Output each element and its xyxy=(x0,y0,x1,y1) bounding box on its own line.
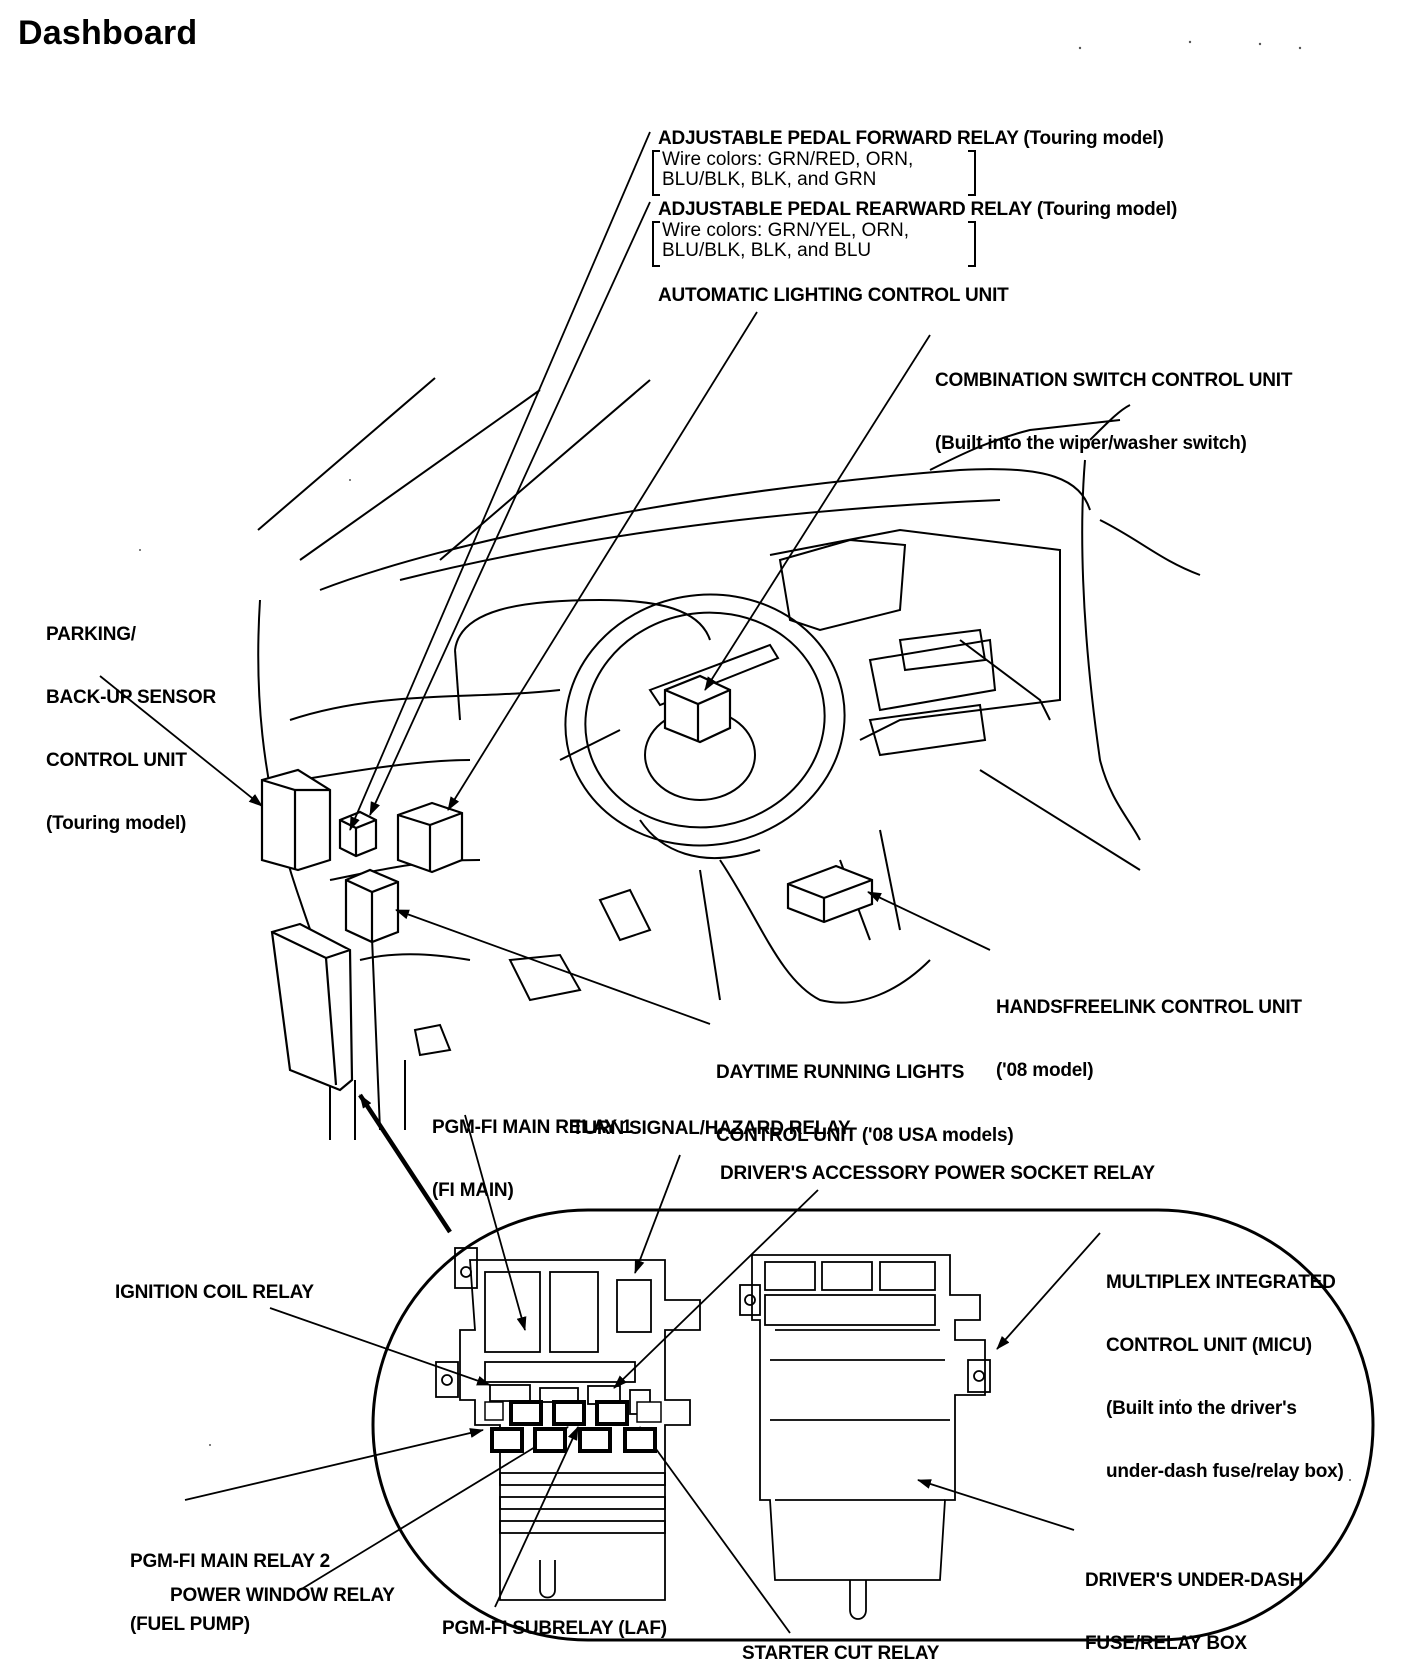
label-ignition-coil-relay: IGNITION COIL RELAY xyxy=(115,1282,314,1303)
pgm2-line-1: PGM-FI MAIN RELAY 2 xyxy=(130,1551,330,1572)
bracket-left-fwd xyxy=(652,150,660,196)
label-pgm-fi-main-relay-1: PGM-FI MAIN RELAY 1 (FI MAIN) xyxy=(432,1075,632,1222)
label-handsfreelink-unit: HANDSFREELINK CONTROL UNIT ('08 model) xyxy=(996,955,1302,1102)
pgm1-line-1: PGM-FI MAIN RELAY 1 xyxy=(432,1117,632,1138)
parking-line-1: PARKING/ xyxy=(46,624,136,645)
relay-slots xyxy=(490,1400,657,1453)
parking-line-3: CONTROL UNIT xyxy=(46,750,187,771)
fuse-box-front xyxy=(435,1247,701,1601)
inset-oval xyxy=(371,1208,1375,1642)
fuse-box-rear xyxy=(739,1254,991,1620)
label-accessory-power-socket-relay: DRIVER'S ACCESSORY POWER SOCKET RELAY xyxy=(720,1163,1155,1184)
label-micu: MULTIPLEX INTEGRATED CONTROL UNIT (MICU)… xyxy=(1106,1230,1344,1503)
label-power-window-relay: POWER WINDOW RELAY xyxy=(170,1585,395,1606)
combination-switch-line-1: COMBINATION SWITCH CONTROL UNIT xyxy=(935,370,1293,391)
combo-switch-shape xyxy=(663,674,732,744)
bracket-right-rear xyxy=(968,221,976,267)
micu-line-3: (Built into the driver's xyxy=(1106,1398,1297,1419)
drl-unit-shape xyxy=(344,868,400,944)
hfl-unit-shape xyxy=(786,864,874,924)
label-turn-signal-hazard-relay: TURN SIGNAL/HAZARD RELAY xyxy=(572,1118,851,1139)
micu-line-4: under-dash fuse/relay box) xyxy=(1106,1461,1344,1482)
parking-line-4: (Touring model) xyxy=(46,813,187,834)
label-starter-cut-relay: STARTER CUT RELAY xyxy=(742,1643,940,1664)
underdash-box-shape xyxy=(270,922,354,1092)
parking-line-2: BACK-UP SENSOR xyxy=(46,687,216,708)
hfl-line-1: HANDSFREELINK CONTROL UNIT xyxy=(996,997,1302,1018)
label-pedal-rearward-relay: ADJUSTABLE PEDAL REARWARD RELAY (Touring… xyxy=(658,199,1178,220)
inset-pointer-arrow xyxy=(358,1093,452,1234)
label-pgm-fi-subrelay: PGM-FI SUBRELAY (LAF) xyxy=(442,1618,667,1639)
pedal-forward-wire-colors-1: Wire colors: GRN/RED, ORN, xyxy=(662,149,914,170)
parking-sensor-unit-shape xyxy=(260,768,332,872)
pedal-rearward-wire-colors-2: BLU/BLK, BLK, and BLU xyxy=(662,240,872,261)
label-parking-sensor-unit: PARKING/ BACK-UP SENSOR CONTROL UNIT (To… xyxy=(46,582,216,855)
bracket-right-fwd xyxy=(968,150,976,196)
pedal-rearward-wire-colors-1: Wire colors: GRN/YEL, ORN, xyxy=(662,220,910,241)
micu-line-1: MULTIPLEX INTEGRATED xyxy=(1106,1272,1336,1293)
label-pedal-forward-relay: ADJUSTABLE PEDAL FORWARD RELAY (Touring … xyxy=(658,128,1164,149)
label-under-dash-fuse-relay-box: DRIVER'S UNDER-DASH FUSE/RELAY BOX xyxy=(1085,1528,1303,1675)
hfl-line-2: ('08 model) xyxy=(996,1060,1094,1081)
micu-line-2: CONTROL UNIT (MICU) xyxy=(1106,1335,1312,1356)
underdash-line-1: DRIVER'S UNDER-DASH xyxy=(1085,1570,1304,1591)
combination-switch-line-2: (Built into the wiper/washer switch) xyxy=(935,433,1247,454)
drl-line-1: DAYTIME RUNNING LIGHTS xyxy=(716,1062,965,1083)
drl-line-2: CONTROL UNIT ('08 USA models) xyxy=(716,1125,1014,1146)
pgm2-line-2: (FUEL PUMP) xyxy=(130,1614,250,1635)
auto-light-unit-shape xyxy=(396,801,464,874)
label-combination-switch: COMBINATION SWITCH CONTROL UNIT (Built i… xyxy=(935,328,1292,475)
pedal-forward-wire-colors-2: BLU/BLK, BLK, and GRN xyxy=(662,169,877,190)
leader-lines xyxy=(99,131,1101,1634)
component-boxes xyxy=(260,674,874,1092)
scan-speckles xyxy=(139,40,1351,1481)
underdash-line-2: FUSE/RELAY BOX xyxy=(1085,1633,1247,1654)
dashboard-outline xyxy=(257,377,1201,1140)
pedal-relay-shape xyxy=(338,810,378,858)
pgm1-line-2: (FI MAIN) xyxy=(432,1180,514,1201)
page-title: Dashboard xyxy=(18,14,198,52)
label-pgm-fi-main-relay-2: PGM-FI MAIN RELAY 2 (FUEL PUMP) xyxy=(130,1509,330,1656)
label-automatic-lighting-control-unit: AUTOMATIC LIGHTING CONTROL UNIT xyxy=(658,285,1009,306)
label-daytime-running-lights-unit: DAYTIME RUNNING LIGHTS CONTROL UNIT ('08… xyxy=(716,1020,1014,1167)
bracket-left-rear xyxy=(652,221,660,267)
